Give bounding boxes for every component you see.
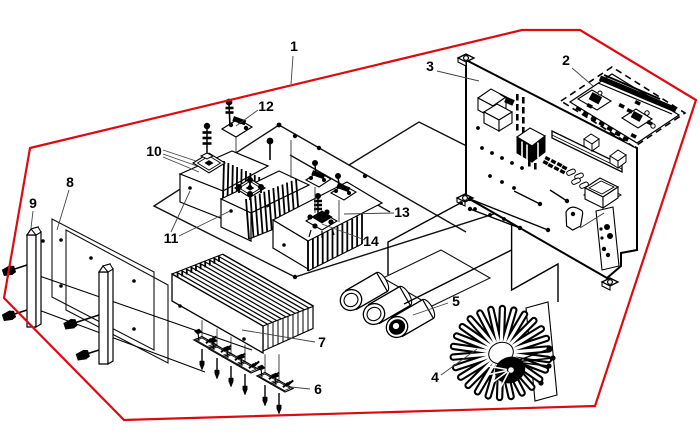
- svg-text:10: 10: [146, 143, 162, 159]
- svg-text:2: 2: [562, 52, 570, 68]
- svg-text:6: 6: [314, 381, 322, 397]
- svg-text:4: 4: [431, 369, 439, 385]
- svg-text:3: 3: [426, 58, 434, 74]
- svg-text:8: 8: [66, 174, 74, 190]
- svg-text:13: 13: [394, 204, 410, 220]
- svg-text:9: 9: [29, 195, 37, 211]
- svg-text:12: 12: [258, 98, 274, 114]
- svg-text:7: 7: [318, 334, 326, 350]
- svg-text:1: 1: [290, 38, 298, 54]
- svg-text:11: 11: [164, 230, 179, 246]
- svg-text:5: 5: [452, 293, 460, 309]
- svg-text:14: 14: [363, 233, 379, 249]
